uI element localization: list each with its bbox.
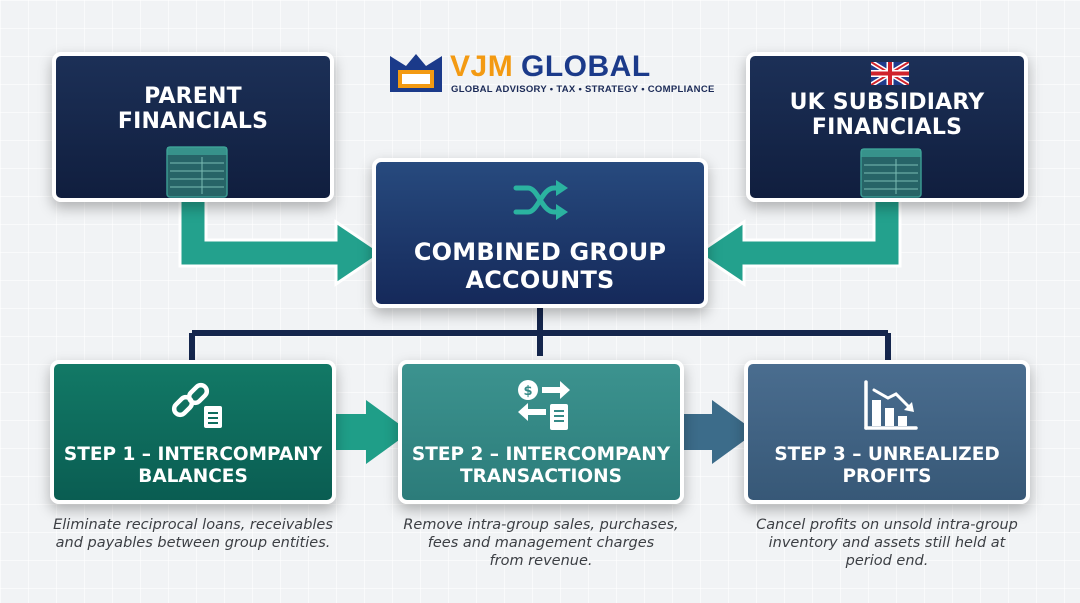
- tree-connector: [189, 306, 891, 360]
- combined-accounts-card: COMBINED GROUP ACCOUNTS: [372, 158, 708, 308]
- step3-title-line1: STEP 3 – UNREALIZED: [774, 444, 1000, 465]
- step3-desc-line1: Cancel profits on unsold intra-group: [756, 517, 1018, 533]
- step2-desc-line3: from revenue.: [489, 553, 593, 569]
- step2-to-step3-arrow: [682, 400, 756, 464]
- step3-card: STEP 3 – UNREALIZED PROFITS: [744, 360, 1030, 504]
- step1-desc-line2: and payables between group entities.: [55, 535, 331, 551]
- step2-desc-line1: Remove intra-group sales, purchases,: [403, 517, 679, 533]
- money-exchange-icon: $: [518, 380, 570, 430]
- brand-tagline: GLOBAL ADVISORY • TAX • STRATEGY • COMPL…: [451, 84, 715, 95]
- step3-desc-line2: inventory and assets still held at: [768, 535, 1006, 551]
- step1-description: Eliminate reciprocal loans, receivables …: [40, 516, 346, 552]
- step3-desc-line3: period end.: [845, 553, 929, 569]
- step1-title-line1: STEP 1 – INTERCOMPANY: [63, 444, 323, 465]
- step1-title-line2: BALANCES: [138, 466, 248, 487]
- brand-name-vjm: VJM: [450, 50, 514, 83]
- step2-title-line2: TRANSACTIONS: [460, 466, 622, 487]
- shuffle-icon: [513, 180, 568, 220]
- combined-title-line1: COMBINED GROUP: [413, 238, 667, 266]
- brand-name-global: GLOBAL: [521, 50, 651, 83]
- declining-chart-icon: [864, 380, 918, 430]
- subsidiary-title-line1: UK SUBSIDIARY: [789, 90, 985, 115]
- parent-financials-card: PARENT FINANCIALS: [52, 52, 334, 202]
- step2-desc-line2: fees and management charges: [427, 535, 655, 551]
- logo-mark-icon: [390, 54, 442, 92]
- subsidiary-title-line2: FINANCIALS: [811, 115, 963, 140]
- brand-logo: VJM GLOBAL GLOBAL ADVISORY • TAX • STRAT…: [388, 50, 714, 100]
- parent-to-combined-arrow: [178, 196, 385, 287]
- combined-title-line2: ACCOUNTS: [465, 266, 615, 294]
- subsidiary-to-combined-arrow: [695, 196, 902, 287]
- step1-desc-line1: Eliminate reciprocal loans, receivables: [53, 517, 333, 533]
- parent-title-line1: PARENT: [144, 84, 242, 109]
- step1-to-step2-arrow: [336, 400, 410, 464]
- step3-description: Cancel profits on unsold intra-group inv…: [734, 516, 1040, 570]
- spreadsheet-icon: [860, 148, 922, 198]
- spreadsheet-icon: [166, 146, 228, 198]
- uk-flag-icon: [871, 62, 909, 85]
- step1-card: STEP 1 – INTERCOMPANY BALANCES: [50, 360, 336, 504]
- step2-title-line1: STEP 2 – INTERCOMPANY: [411, 444, 671, 465]
- parent-title-line2: FINANCIALS: [117, 109, 269, 134]
- uk-subsidiary-card: UK SUBSIDIARY FINANCIALS: [746, 52, 1028, 202]
- svg-text:$: $: [523, 384, 532, 399]
- step2-card: $ STEP 2 – INTERCOMPANY TRANSACTIONS: [398, 360, 684, 504]
- step2-description: Remove intra-group sales, purchases, fee…: [388, 516, 694, 570]
- step3-title-line2: PROFITS: [842, 466, 932, 487]
- link-document-icon: [171, 382, 222, 428]
